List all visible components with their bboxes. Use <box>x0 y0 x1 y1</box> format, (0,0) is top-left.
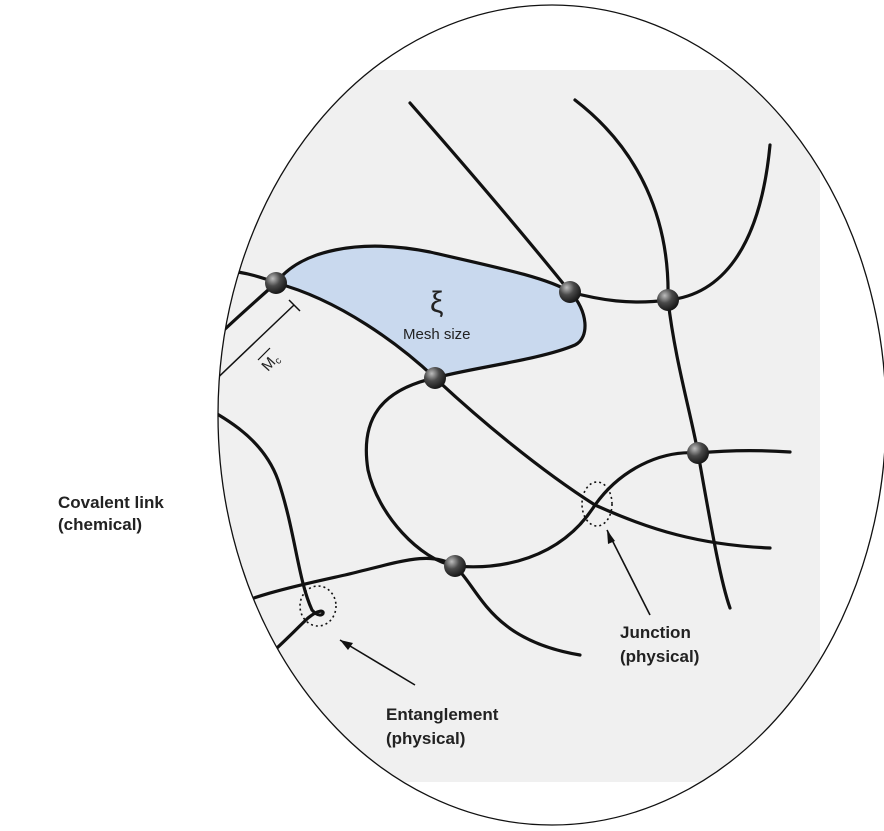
crosslink-node <box>444 555 466 577</box>
covalent-link-label: Covalent link <box>58 493 164 512</box>
crosslink-node <box>265 272 287 294</box>
mesh-size-label: Mesh size <box>403 326 471 343</box>
entanglement-sublabel: (physical) <box>386 729 465 748</box>
entanglement-label: Entanglement <box>386 705 499 724</box>
covalent-link-sublabel: (chemical) <box>58 515 142 534</box>
junction-sublabel: (physical) <box>620 647 699 666</box>
junction-label: Junction <box>620 623 691 642</box>
crosslink-node <box>559 281 581 303</box>
crosslink-node <box>424 367 446 389</box>
xi-symbol: ξ <box>430 286 443 319</box>
crosslink-node <box>657 289 679 311</box>
crosslink-node <box>687 442 709 464</box>
